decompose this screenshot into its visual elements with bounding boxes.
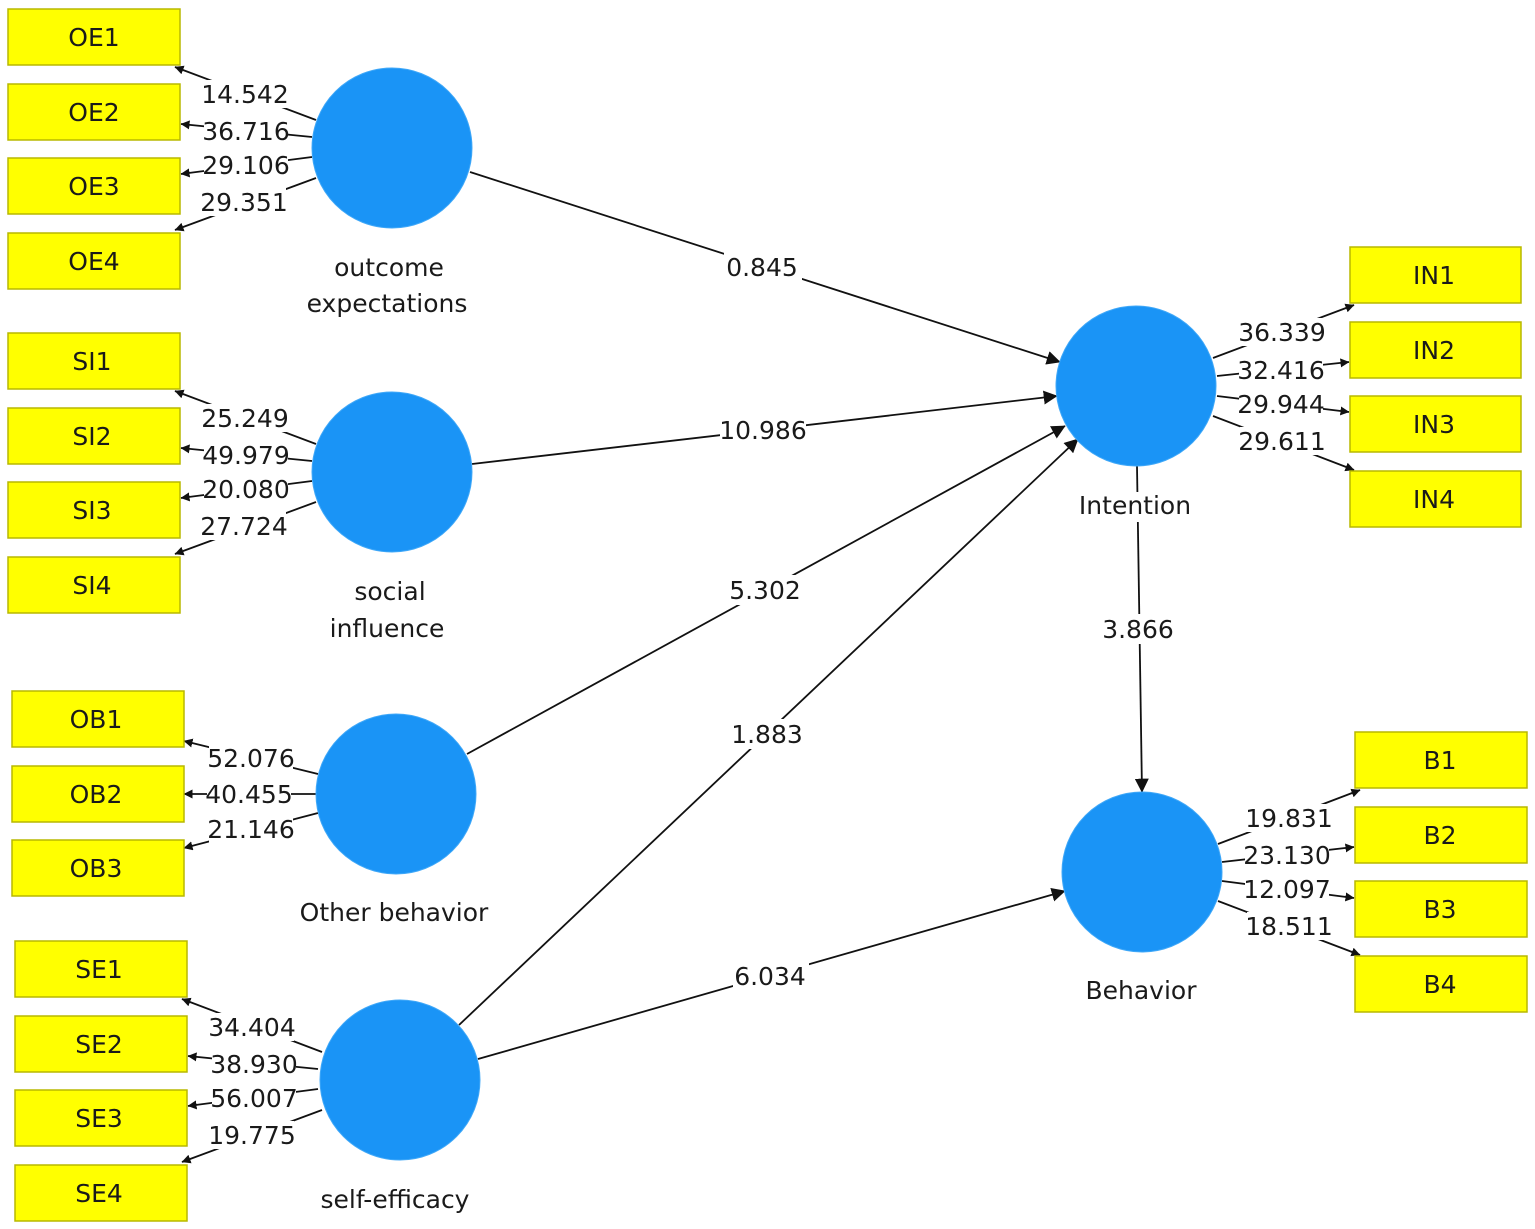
indicator-label: OB1 [70,705,123,734]
construct-other-behavior[interactable] [315,713,477,875]
indicator-label: SI3 [72,496,111,525]
indicator-label: B3 [1423,895,1456,924]
indicator-label: SE1 [75,955,123,984]
indicator-box-ob2[interactable]: OB2 [11,765,185,823]
construct-outcome-expectations[interactable] [311,67,473,229]
construct-label-self-efficacy: self-efficacy [321,1185,470,1214]
construct-label-other-behavior: Other behavior [300,898,489,927]
indicator-label: SI1 [72,347,111,376]
indicator-label: OE3 [68,172,119,201]
construct-group-intention: 36.339 32.416 29.944 29.611 IN1 IN2 IN3 … [1055,246,1522,528]
indicator-box-oe2[interactable]: OE2 [7,83,181,141]
indicator-box-se4[interactable]: SE4 [14,1164,188,1222]
indicator-box-si1[interactable]: SI1 [7,332,181,390]
path-value-ob-intention: 5.302 [729,576,801,605]
construct-self-efficacy[interactable] [319,999,481,1161]
indicator-label: SI2 [72,422,111,451]
indicator-box-b4[interactable]: B4 [1354,955,1528,1013]
indicator-box-ob1[interactable]: OB1 [11,690,185,748]
construct-behavior[interactable] [1061,791,1223,953]
indicator-box-si4[interactable]: SI4 [7,556,181,614]
indicator-box-b2[interactable]: B2 [1354,806,1528,864]
indicator-label: OE4 [68,247,119,276]
indicator-box-se3[interactable]: SE3 [14,1089,188,1147]
indicator-label: OE1 [68,23,119,52]
loading-value-se1: 34.404 [208,1013,295,1042]
loading-value-si4: 27.724 [200,512,287,541]
loading-value-si2: 49.979 [202,441,289,470]
indicator-label: SI4 [72,571,111,600]
loading-value-si3: 20.080 [202,475,289,504]
loading-value-ob1: 52.076 [207,744,294,773]
path-value-se-behavior: 6.034 [734,962,806,991]
loading-value-se4: 19.775 [208,1121,295,1150]
loading-value-b3: 12.097 [1243,875,1330,904]
indicator-box-oe4[interactable]: OE4 [7,232,181,290]
loading-value-oe1: 14.542 [201,80,288,109]
indicator-box-oe1[interactable]: OE1 [7,8,181,66]
indicator-label: IN3 [1413,410,1455,439]
loading-value-ob2: 40.455 [205,780,292,809]
loading-value-in2: 32.416 [1237,356,1324,385]
loading-value-ob3: 21.146 [207,815,294,844]
indicator-box-se1[interactable]: SE1 [14,940,188,998]
indicator-label: B2 [1423,821,1456,850]
construct-group-social-influence: 25.249 49.979 20.080 27.724 SI1 SI2 SI3 … [7,332,473,643]
loading-value-in3: 29.944 [1237,390,1324,419]
loading-value-oe2: 36.716 [202,117,289,146]
path-value-oe-intention: 0.845 [726,253,798,282]
indicator-box-in1[interactable]: IN1 [1349,246,1522,304]
indicator-label: B4 [1423,970,1456,999]
construct-group-self-efficacy: 34.404 38.930 56.007 19.775 SE1 SE2 SE3 … [14,940,481,1222]
construct-group-outcome-expectations: 14.542 36.716 29.106 29.351 OE1 OE2 OE3 … [7,8,473,318]
indicator-box-si2[interactable]: SI2 [7,407,181,465]
loading-value-in4: 29.611 [1238,427,1325,456]
loading-value-b2: 23.130 [1243,841,1330,870]
construct-intention[interactable] [1055,305,1217,467]
indicator-box-in3[interactable]: IN3 [1349,395,1522,453]
indicator-label: SE2 [75,1030,123,1059]
path-value-intention-behavior: 3.866 [1102,615,1174,644]
path-value-si-intention: 10.986 [719,416,806,445]
loading-value-b1: 19.831 [1245,804,1332,833]
construct-label-outcome-expectations-1: outcome [334,253,444,282]
indicator-label: IN4 [1413,485,1455,514]
structural-paths: 0.845 10.986 5.302 1.883 3.866 6.034 [458,171,1176,1060]
loading-value-in1: 36.339 [1238,318,1325,347]
indicator-label: B1 [1423,746,1456,775]
indicator-box-oe3[interactable]: OE3 [7,157,181,215]
loading-value-se3: 56.007 [210,1084,297,1113]
path-value-se-intention: 1.883 [731,720,803,749]
loading-value-si1: 25.249 [201,404,288,433]
construct-label-social-influence-2: influence [330,614,445,643]
indicator-box-se2[interactable]: SE2 [14,1015,188,1073]
indicator-label: OB3 [70,854,123,883]
loading-value-se2: 38.930 [210,1050,297,1079]
indicator-box-si3[interactable]: SI3 [7,481,181,539]
indicator-label: OB2 [70,780,123,809]
construct-label-behavior: Behavior [1085,976,1197,1005]
loading-value-b4: 18.511 [1245,912,1332,941]
indicator-label: IN2 [1413,336,1455,365]
indicator-label: OE2 [68,98,119,127]
loading-value-oe4: 29.351 [200,188,287,217]
construct-label-social-influence-1: social [354,577,425,606]
indicator-box-ob3[interactable]: OB3 [11,839,185,897]
indicator-label: IN1 [1413,261,1455,290]
construct-social-influence[interactable] [311,391,473,553]
indicator-label: SE3 [75,1104,123,1133]
indicator-box-in2[interactable]: IN2 [1349,321,1522,379]
construct-label-outcome-expectations-2: expectations [307,289,468,318]
construct-group-other-behavior: 52.076 40.455 21.146 OB1 OB2 OB3 Other b… [11,690,489,927]
construct-label-intention: Intention [1079,491,1191,520]
indicator-box-b3[interactable]: B3 [1354,880,1528,938]
indicator-box-in4[interactable]: IN4 [1349,470,1522,528]
indicator-label: SE4 [75,1179,123,1208]
indicator-box-b1[interactable]: B1 [1354,731,1528,789]
construct-group-behavior: 19.831 23.130 12.097 18.511 B1 B2 B3 B4 … [1061,731,1528,1013]
loading-value-oe3: 29.106 [202,151,289,180]
